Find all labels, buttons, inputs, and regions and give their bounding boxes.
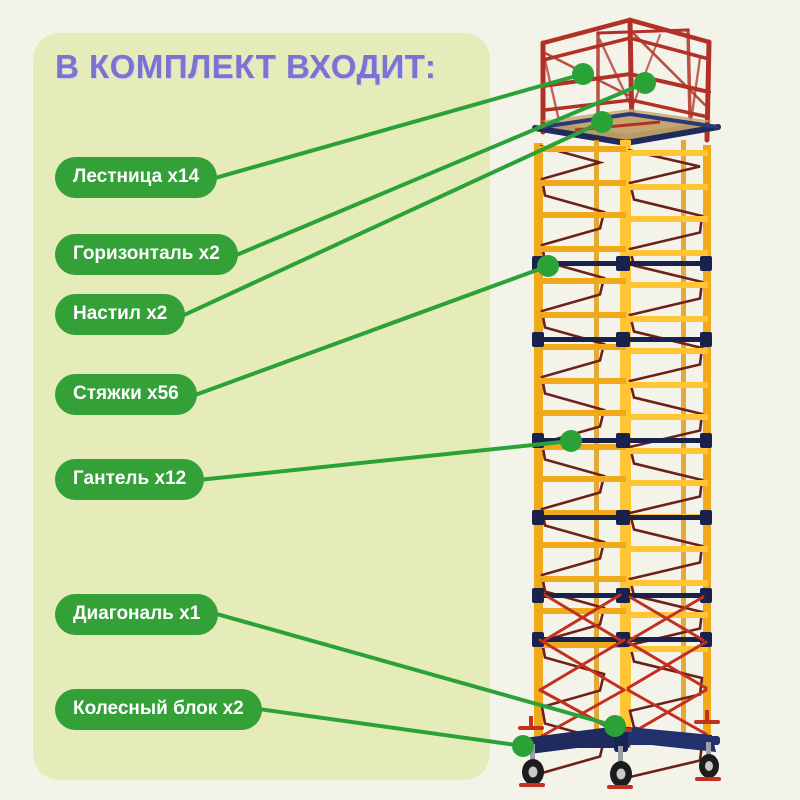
platform-deck (532, 109, 721, 146)
leader-dot-dumbbell (560, 430, 582, 452)
ladder-rung (626, 184, 708, 190)
ladder-rung (626, 250, 708, 256)
ladder-rung (537, 476, 626, 482)
ladder-rung (537, 344, 626, 350)
kit-item-ties: Стяжки x56 (55, 374, 197, 415)
ladder-rung (537, 410, 626, 416)
ladder-rung (537, 608, 626, 614)
tie-bar (532, 332, 712, 347)
kit-item-ladder: Лестница x14 (55, 157, 218, 198)
ladder-rung (537, 278, 626, 284)
kit-item-diagonal: Диагональ x1 (55, 594, 219, 635)
ladder-rung (626, 480, 708, 486)
ladder-rung (537, 642, 626, 648)
ladder-rung (626, 316, 708, 322)
leader-dot-diagonal (604, 715, 626, 737)
leader-dot-platform-deck (591, 111, 613, 133)
tie-bar (532, 588, 712, 603)
leader-line-horizontal (235, 81, 647, 257)
kit-item-dumbbell: Гантель x12 (55, 459, 205, 500)
ladder-rung (537, 246, 626, 252)
ladder-rung (626, 282, 708, 288)
ladder-rung (537, 180, 626, 186)
ladder-rung (626, 348, 708, 354)
leader-line-castor-block (259, 707, 525, 748)
ladder-rung (626, 546, 708, 552)
ladder-rung (626, 150, 708, 156)
ladder-rung (537, 510, 626, 516)
tie-bar (532, 510, 712, 525)
page-title: В КОМПЛЕКТ ВХОДИТ: (55, 48, 437, 85)
ladder-rung (537, 146, 626, 152)
leader-line-ladder (215, 72, 585, 180)
leader-dot-horizontal (634, 72, 656, 94)
ladder-rung (537, 212, 626, 218)
ladder-rung (626, 612, 708, 618)
kit-item-platform-deck: Настил x2 (55, 294, 186, 335)
ladder-rung (537, 378, 626, 384)
ladder-rung (537, 576, 626, 582)
leader-line-diagonal (216, 612, 617, 728)
ladder-rung (626, 414, 708, 420)
ladder-rung (626, 382, 708, 388)
kit-item-horizontal: Горизонталь x2 (55, 234, 238, 275)
leader-dot-ladder (572, 63, 594, 85)
leader-dot-castor-block (512, 735, 534, 757)
ladder-rung (537, 444, 626, 450)
kit-item-castor-block: Колесный блок x2 (55, 689, 262, 730)
ladder-rungs-left (537, 146, 626, 648)
ladder-rung (626, 216, 708, 222)
leader-line-platform-deck (183, 120, 604, 317)
ladder-rung (537, 312, 626, 318)
leader-dot-ties (537, 255, 559, 277)
castor-wheel (518, 716, 545, 787)
castor-wheel (694, 710, 721, 781)
leader-line-dumbbell (202, 439, 573, 482)
ladder-rung (626, 580, 708, 586)
ladder-rung (537, 542, 626, 548)
leader-line-ties (194, 264, 550, 397)
ladder-rung (626, 646, 708, 652)
ladder-rung (626, 448, 708, 454)
horizontal-tie-bars (532, 256, 712, 647)
